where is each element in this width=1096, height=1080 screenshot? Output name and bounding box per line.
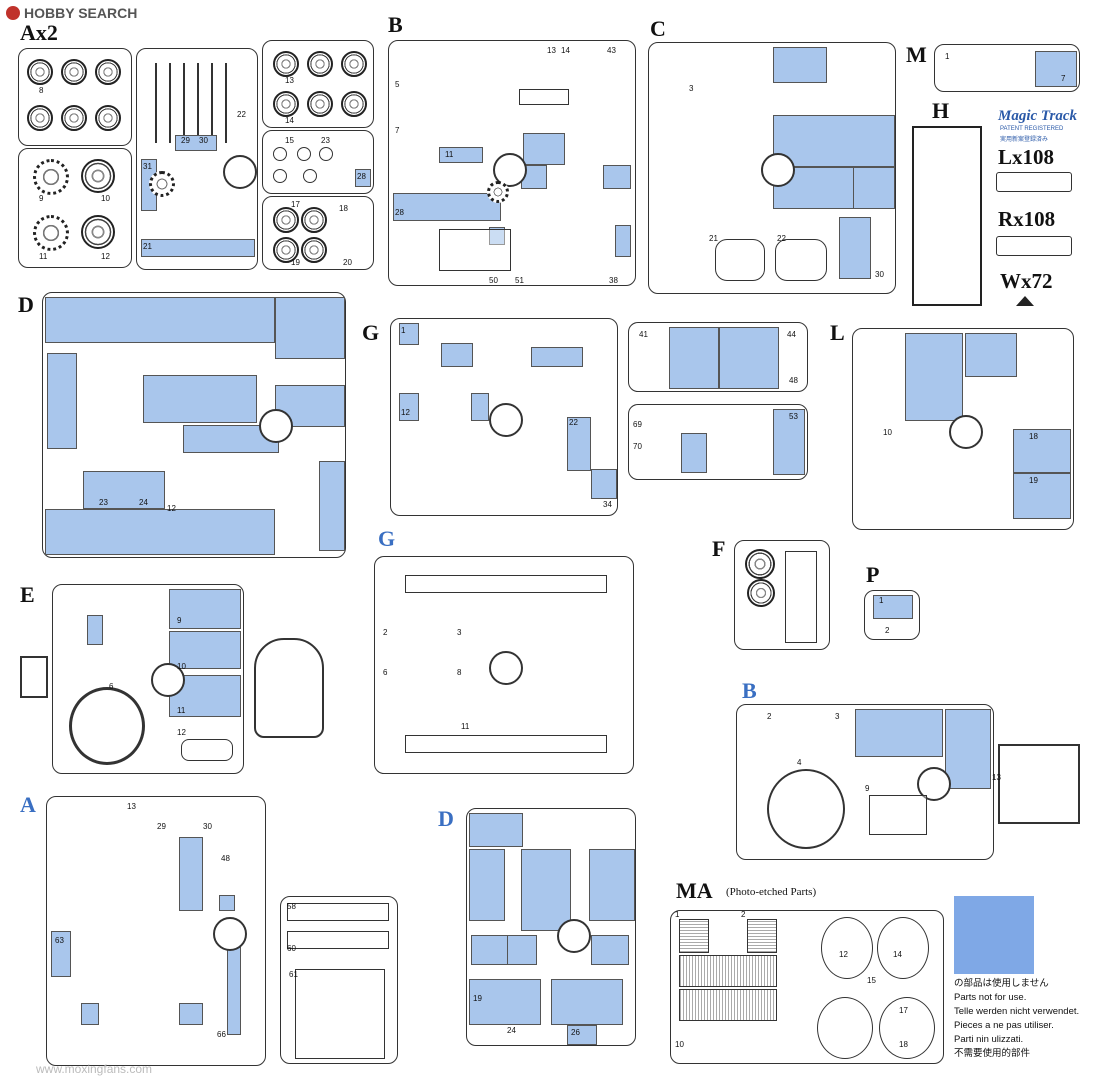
- track-lx: Lx108: [998, 145, 1055, 169]
- track-link-right: [996, 236, 1072, 256]
- sprue-p: 1 2: [864, 590, 920, 640]
- legend-it: Parti nin ulizzati.: [954, 1034, 1024, 1045]
- sprue-label-b-top: B: [388, 12, 403, 37]
- sprue-a-top-right2: 15 23 28: [262, 130, 374, 194]
- sprue-g-top-lower-right: 69 70 53: [628, 404, 808, 480]
- sprue-label-a-bot: A: [20, 792, 36, 817]
- sprue-c-top: 3 21 22 30: [648, 42, 896, 294]
- sprue-label-b-mid: B: [742, 678, 757, 703]
- sprue-ma: 1 2 12 14 15 17 18 10: [670, 910, 944, 1064]
- track-pin-icon: [1016, 296, 1034, 306]
- sprue-g-top-upper-right: 41 44 48: [628, 322, 808, 392]
- sprue-label-c-top: C: [650, 16, 666, 41]
- sprue-label-m: M: [906, 42, 927, 67]
- sprue-label-a-top: Ax2: [20, 20, 58, 45]
- sprue-g-mid: 2 3 6 8 11: [374, 556, 634, 774]
- sprue-m: 1 7: [934, 44, 1080, 92]
- sprue-l: 10 18 19: [852, 328, 1074, 530]
- sprue-e: 9 10 11 12 6: [52, 584, 244, 774]
- sprue-label-p: P: [866, 562, 880, 587]
- sprue-label-h: H: [932, 98, 950, 123]
- magic-track-patent-ja: 実用新案登録済み: [1000, 137, 1049, 143]
- b-mid-panel-part: [998, 744, 1080, 824]
- legend-de: Telle werden nicht verwendet.: [954, 1006, 1080, 1017]
- magic-track-patent: PATENT REGISTERED: [1000, 126, 1064, 132]
- track-link-left: [996, 172, 1072, 192]
- sprue-f: [734, 540, 830, 650]
- legend-ja: の部品は使用しません: [954, 978, 1049, 989]
- hobby-search-logo: HOBBY SEARCH: [6, 5, 137, 21]
- sprue-label-f: F: [712, 536, 726, 561]
- legend-zh: 不需要使用的部件: [954, 1048, 1031, 1059]
- hull-part-h: [912, 126, 982, 306]
- hobby-search-icon: [6, 6, 20, 20]
- sprue-g-top: 1 12 22 34: [390, 318, 618, 516]
- sprue-a-top-sprockets: 9 10 11 12: [18, 148, 132, 268]
- b-mid-part-13-label: 13: [992, 773, 1001, 782]
- hobby-search-text: HOBBY SEARCH: [24, 5, 138, 21]
- ma-caption: (Photo-etched Parts): [726, 886, 817, 898]
- sprue-label-g-mid: G: [378, 526, 396, 551]
- legend-en: Parts not for use.: [954, 992, 1027, 1003]
- sprue-b-top: 13 14 43 5 7 11 28 50 51 38: [388, 40, 636, 286]
- sprue-a-bot: 13 29 30 48 63 66: [46, 796, 266, 1066]
- sprue-d-bot: 19 24 26: [466, 808, 636, 1046]
- sprue-label-d-top: D: [18, 292, 34, 317]
- sprue-label-l: L: [830, 320, 845, 345]
- sprue-a-top-wheels: 8: [18, 48, 132, 146]
- turret-part: [254, 638, 324, 738]
- magic-track-logo: Magic Track: [998, 108, 1078, 124]
- legend-swatch: [954, 896, 1034, 974]
- sprue-label-ma: MA: [676, 878, 713, 903]
- sprue-b-mid: 2 3 4 9: [736, 704, 994, 860]
- sprue-d-top: 23 24 12: [42, 292, 346, 558]
- cupola-part: [20, 656, 48, 698]
- sprue-a-top-center: 22 29 30 21 31: [136, 48, 258, 270]
- sprue-a-bot-right: 58 60 61: [280, 896, 398, 1064]
- track-wx: Wx72: [1000, 269, 1053, 293]
- sprue-label-d-bot: D: [438, 806, 454, 831]
- sprue-label-e: E: [20, 582, 35, 607]
- footer-watermark: www.moxingfans.com: [36, 1062, 153, 1076]
- sprue-a-top-right3: 17 18 19 20: [262, 196, 374, 270]
- legend-fr: Pieces a ne pas utiliser.: [954, 1020, 1054, 1031]
- sprue-label-g-top: G: [362, 320, 380, 345]
- sprue-a-top-right1: 13 14: [262, 40, 374, 128]
- track-rx: Rx108: [998, 207, 1056, 231]
